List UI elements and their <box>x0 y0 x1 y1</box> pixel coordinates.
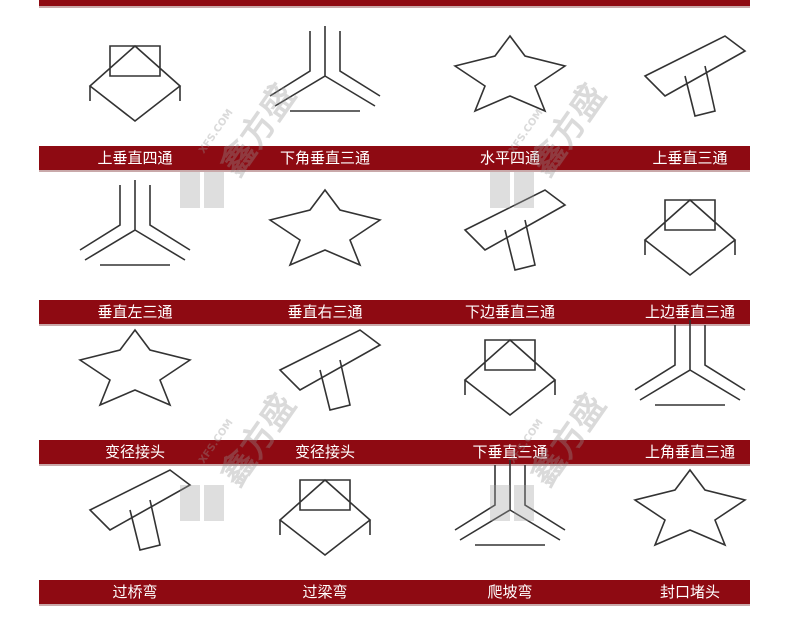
product-illustration <box>435 16 585 136</box>
product-label: 下边垂直三通 <box>464 303 555 321</box>
product-illustration <box>435 170 585 290</box>
product-label: 下角垂直三通 <box>279 149 370 167</box>
product-illustration <box>60 310 210 430</box>
product-label: 上垂直三通 <box>652 149 728 167</box>
product-label: 水平四通 <box>479 149 540 167</box>
product-label: 变径接头 <box>294 443 355 461</box>
product-label: 上边垂直三通 <box>644 303 735 321</box>
product-illustration <box>435 450 585 570</box>
product-label: 封口堵头 <box>659 583 720 601</box>
product-illustration <box>250 170 400 290</box>
product-illustration <box>615 450 765 570</box>
product-illustration <box>435 310 585 430</box>
watermark-logo <box>490 485 534 521</box>
label-bar: 过桥弯 过梁弯 爬坡弯 封口堵头 <box>39 580 750 606</box>
product-illustration <box>615 16 765 136</box>
product-illustration <box>615 170 765 290</box>
watermark-logo <box>490 172 534 208</box>
watermark-logo <box>180 485 224 521</box>
product-illustration <box>60 16 210 136</box>
product-illustration <box>60 450 210 570</box>
product-illustration <box>60 170 210 290</box>
product-label: 变径接头 <box>104 443 165 461</box>
label-bar: 垂直左三通 垂直右三通 下边垂直三通 上边垂直三通 <box>39 300 750 326</box>
top-label-bar <box>39 0 750 8</box>
label-bar: 上垂直四通 下角垂直三通 水平四通 上垂直三通 <box>39 146 750 172</box>
product-illustration <box>250 310 400 430</box>
product-label: 垂直右三通 <box>287 303 363 321</box>
product-illustration <box>615 310 765 430</box>
watermark-logo <box>180 172 224 208</box>
product-label: 爬坡弯 <box>487 583 533 601</box>
product-label: 过桥弯 <box>112 583 158 601</box>
product-label: 上角垂直三通 <box>644 443 735 461</box>
product-label: 下垂直三通 <box>472 443 548 461</box>
product-label: 过梁弯 <box>302 583 348 601</box>
product-illustration <box>250 450 400 570</box>
product-illustration <box>250 16 400 136</box>
product-label: 垂直左三通 <box>97 303 173 321</box>
label-bar: 变径接头 变径接头 下垂直三通 上角垂直三通 <box>39 440 750 466</box>
product-label: 上垂直四通 <box>97 149 173 167</box>
